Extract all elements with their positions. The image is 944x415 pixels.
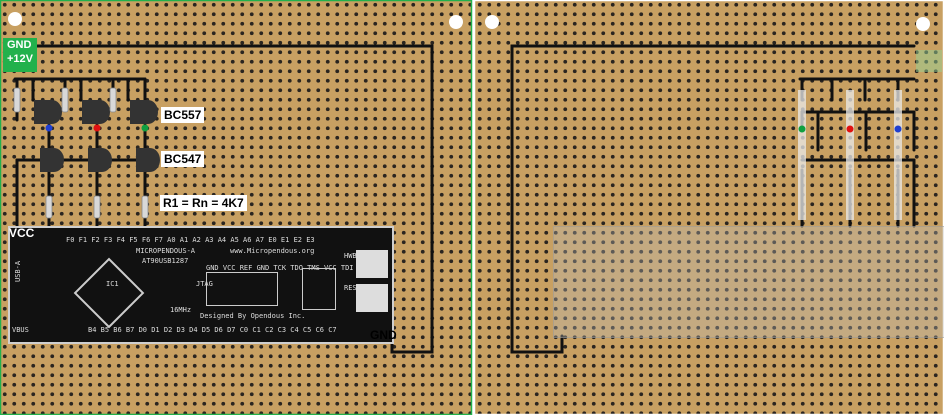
12v-tag-label: +12V	[7, 53, 33, 65]
resistor-3	[109, 87, 117, 113]
pcb-brand: MICROPENDOUS-A	[136, 247, 196, 255]
bc557-label: BC557	[161, 107, 205, 123]
led-blue-right	[894, 125, 902, 133]
gnd-bottom-label: GND	[370, 328, 397, 342]
micropendous-board: F0 F1 F2 F3 F4 F5 F6 F7 A0 A1 A2 A3 A4 A…	[8, 226, 394, 344]
mount-hole-right-1	[485, 15, 499, 29]
mount-hole-right-2	[916, 17, 930, 31]
right-component-ghosts	[798, 50, 942, 220]
pcb-reset: RESET	[344, 284, 366, 292]
led-green-right	[798, 125, 806, 133]
bc557-transistor-3	[130, 100, 158, 132]
pcb-crystal: 16MHz	[170, 306, 192, 314]
transistor-row-bc557	[34, 100, 158, 132]
bc557-transistor-2	[82, 100, 110, 132]
pcb-bottom-pins: B4 B5 B6 B7 D0 D1 D2 D3 D4 D5 D6 D7 C0 C…	[88, 326, 337, 334]
led-red	[93, 124, 101, 132]
bc547-transistor-1	[40, 148, 64, 172]
bc547-transistor-3	[136, 148, 160, 172]
transistor-row-bc547	[40, 148, 160, 172]
pcb-regulator-outline	[302, 268, 336, 310]
pcb-usb: USB-A	[14, 260, 22, 282]
led-red-right	[846, 125, 854, 133]
right-wiring	[510, 44, 916, 354]
pcb-hwb: HWB	[344, 252, 357, 260]
bc547-transistor-2	[88, 148, 112, 172]
resistor-6	[141, 195, 149, 219]
power-tag: GND +12V	[3, 38, 37, 72]
micropendous-board-mirrored-ghost	[553, 226, 944, 338]
resistor-note-label: R1 = Rn = 4K7	[160, 195, 247, 211]
gnd-tag-label: GND	[7, 39, 32, 51]
pcb-button-reset	[356, 284, 388, 312]
right-perfboard	[473, 0, 944, 415]
pcb-top-pins: F0 F1 F2 F3 F4 F5 F6 F7 A0 A1 A2 A3 A4 A…	[66, 236, 315, 244]
bc547-label: BC547	[161, 151, 205, 167]
led-blue	[45, 124, 53, 132]
resistor-4	[45, 195, 53, 219]
mount-hole-left-1	[8, 12, 22, 26]
pcb-jtag-outline	[206, 272, 278, 306]
pcb-button-hwb	[356, 250, 388, 278]
pcb-jtag: JTAG	[196, 280, 213, 288]
mount-hole-left-2	[449, 15, 463, 29]
pcb-vbus: VBUS	[12, 326, 29, 334]
resistor-2	[61, 87, 69, 113]
resistors-row	[13, 87, 149, 219]
pcb-designer: Designed By Opendous Inc.	[200, 312, 306, 320]
led-green	[141, 124, 149, 132]
pcb-ic-label: IC1	[106, 280, 119, 288]
pcb-url: www.Micropendous.org	[230, 247, 315, 255]
bc557-transistor-1	[34, 100, 62, 132]
pcb-jtag-pins: GND VCC REF GND TCK TDO TMS VCC TDI	[206, 264, 354, 272]
resistor-5	[93, 195, 101, 219]
resistor-1	[13, 87, 21, 113]
vcc-label: VCC	[9, 226, 35, 240]
pcb-chip-outline	[73, 257, 145, 329]
pcb-chip: AT90USB1287	[142, 257, 189, 265]
